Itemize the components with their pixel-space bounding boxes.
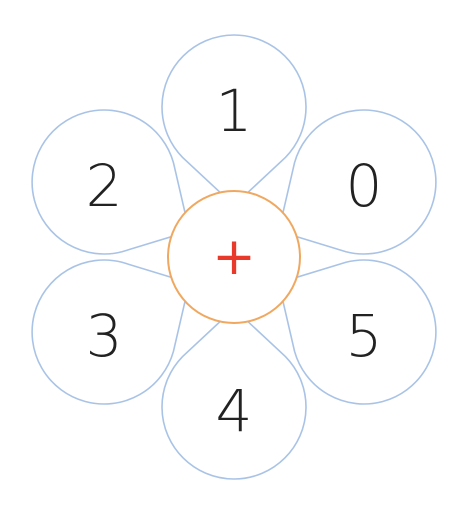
petal-number-upper-left: 2 — [86, 152, 123, 220]
petal-number-upper-right: 0 — [345, 152, 382, 220]
petal-upper-left — [31, 109, 188, 255]
petal-lower-left — [31, 259, 188, 405]
petal-upper-right — [280, 109, 437, 255]
petal-lower-right — [280, 259, 437, 405]
petal-number-top: 1 — [216, 77, 253, 145]
operator-label: + — [212, 227, 256, 287]
petal-bottom — [161, 316, 307, 480]
petals — [31, 34, 437, 480]
petal-number-lower-right: 5 — [345, 302, 382, 370]
petal-top — [161, 34, 307, 198]
petal-number-lower-left: 3 — [86, 302, 123, 370]
petal-number-bottom: 4 — [216, 377, 253, 445]
center-circle — [167, 190, 301, 324]
